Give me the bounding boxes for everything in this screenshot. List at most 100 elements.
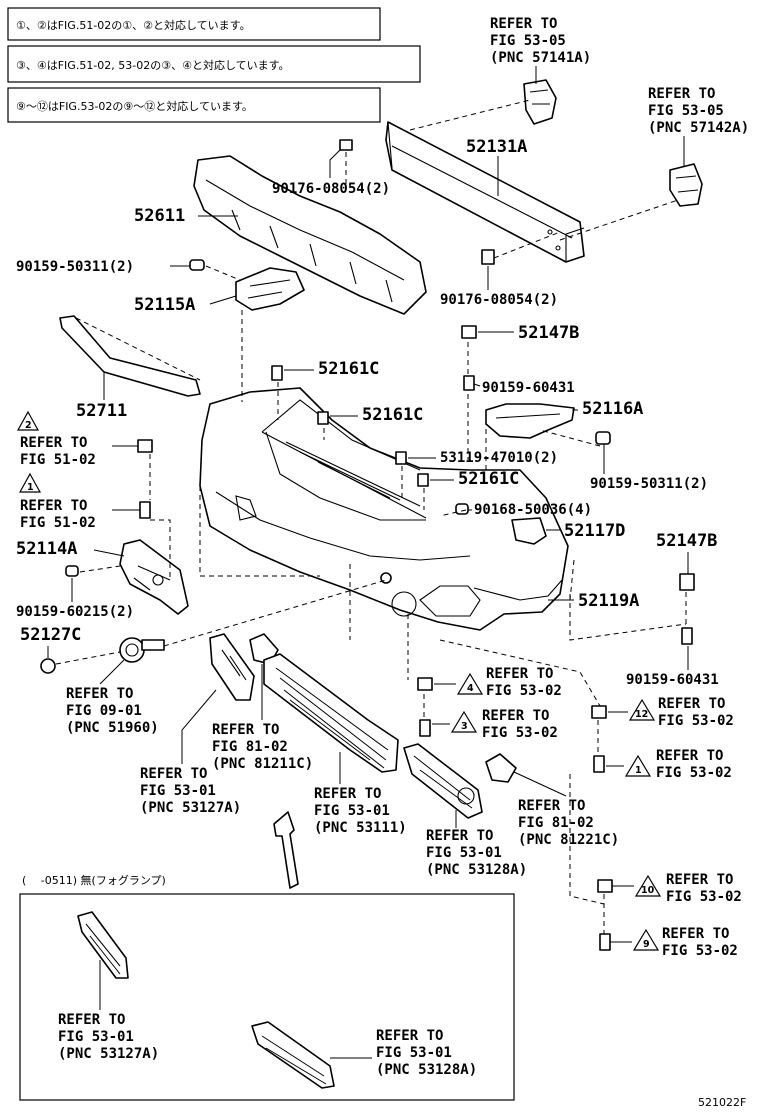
refer-labels: REFER TO FIG 53-05 (PNC 57141A) REFER TO… <box>16 16 749 959</box>
svg-text:FIG 51-02: FIG 51-02 <box>20 452 96 468</box>
svg-text:FIG 53-01: FIG 53-01 <box>426 845 502 861</box>
svg-text:REFER TO: REFER TO <box>20 435 87 451</box>
svg-text:FIG 53-01: FIG 53-01 <box>314 803 390 819</box>
refer-fig53-02-badge4: 4 REFER TO FIG 53-02 <box>434 666 562 699</box>
svg-text:(PNC 81211C): (PNC 81211C) <box>212 756 313 772</box>
label-52127c: 52127C <box>20 625 81 645</box>
svg-text:REFER TO: REFER TO <box>490 16 557 32</box>
inset-caption: ( -0511) 無(フォグランプ) <box>22 873 166 887</box>
refer-57141a: REFER TO FIG 53-05 (PNC 57141A) <box>490 16 591 84</box>
label-90159-60431-a: 90159-60431 <box>482 380 575 396</box>
part-labels: 52131A 90176-08054(2) 52611 90159-50311(… <box>16 137 719 688</box>
refer-fig53-02-badge9: 9 REFER TO FIG 53-02 <box>610 926 738 959</box>
label-90159-50311-b: 90159-50311(2) <box>590 476 708 492</box>
fasteners <box>40 139 695 951</box>
svg-text:4: 4 <box>467 683 474 694</box>
upper-bracket-right <box>669 163 703 207</box>
note-2-text: ③、④はFIG.51-02, 53-02の③、④と対応しています。 <box>16 58 290 72</box>
svg-text:(PNC 53127A): (PNC 53127A) <box>140 800 241 816</box>
svg-text:REFER TO: REFER TO <box>58 1012 125 1028</box>
svg-text:FIG 53-02: FIG 53-02 <box>486 683 562 699</box>
svg-text:1: 1 <box>635 765 642 776</box>
fog-lamp-right <box>485 753 517 783</box>
refer-81211c: REFER TO FIG 81-02 (PNC 81211C) <box>212 664 313 772</box>
svg-text:FIG 53-01: FIG 53-01 <box>58 1029 134 1045</box>
refer-57142a: REFER TO FIG 53-05 (PNC 57142A) <box>648 86 749 166</box>
svg-text:REFER TO: REFER TO <box>140 766 207 782</box>
svg-text:(PNC 53111): (PNC 53111) <box>314 820 407 836</box>
svg-text:(PNC 53128A): (PNC 53128A) <box>376 1062 477 1078</box>
svg-text:REFER TO: REFER TO <box>482 708 549 724</box>
svg-text:FIG 53-05: FIG 53-05 <box>648 103 724 119</box>
svg-text:1: 1 <box>27 482 34 493</box>
refer-53128a: REFER TO FIG 53-01 (PNC 53128A) <box>426 810 527 878</box>
refer-51960: REFER TO FIG 09-01 (PNC 51960) <box>66 659 159 736</box>
svg-text:2: 2 <box>25 420 32 431</box>
svg-text:REFER TO: REFER TO <box>666 872 733 888</box>
svg-text:REFER TO: REFER TO <box>20 498 87 514</box>
label-52117d: 52117D <box>564 521 625 541</box>
refer-fig53-02-badge1: 1 REFER TO FIG 53-02 <box>606 748 732 781</box>
svg-text:(PNC 53128A): (PNC 53128A) <box>426 862 527 878</box>
label-52131a: 52131A <box>466 137 527 157</box>
inset-cover-right <box>251 1021 372 1089</box>
svg-text:REFER TO: REFER TO <box>662 926 729 942</box>
energy-absorber <box>193 155 427 315</box>
refer-81221c: REFER TO FIG 81-02 (PNC 81221C) <box>513 771 619 848</box>
svg-text:9: 9 <box>643 939 650 950</box>
label-52119a: 52119A <box>578 591 639 611</box>
refer-53111: REFER TO FIG 53-01 (PNC 53111) <box>314 752 407 836</box>
svg-text:FIG 53-01: FIG 53-01 <box>376 1045 452 1061</box>
note-1-text: ①、②はFIG.51-02の①、②と対応しています。 <box>16 18 251 32</box>
svg-text:(PNC 53127A): (PNC 53127A) <box>58 1046 159 1062</box>
svg-text:REFER TO: REFER TO <box>518 798 585 814</box>
svg-text:FIG 53-02: FIG 53-02 <box>666 889 742 905</box>
svg-text:REFER TO: REFER TO <box>658 696 725 712</box>
label-52116a: 52116A <box>582 399 643 419</box>
svg-text:FIG 53-01: FIG 53-01 <box>140 783 216 799</box>
refer-fig51-02-badge2: 2 REFER TO FIG 51-02 <box>16 410 138 468</box>
svg-text:REFER TO: REFER TO <box>486 666 553 682</box>
label-52161c-b: 52161C <box>362 405 423 425</box>
label-90176-b: 90176-08054(2) <box>440 292 558 308</box>
svg-text:REFER TO: REFER TO <box>314 786 381 802</box>
svg-text:REFER TO: REFER TO <box>66 686 133 702</box>
refer-fig51-02-badge1: 1 REFER TO FIG 51-02 <box>18 472 140 531</box>
svg-text:(PNC 57142A): (PNC 57142A) <box>648 120 749 136</box>
label-52114a: 52114A <box>16 539 77 559</box>
svg-text:FIG 81-02: FIG 81-02 <box>212 739 288 755</box>
svg-text:(PNC 51960): (PNC 51960) <box>66 720 159 736</box>
label-90159-60431-b: 90159-60431 <box>626 672 719 688</box>
upper-bracket-left <box>523 79 557 125</box>
svg-text:FIG 53-05: FIG 53-05 <box>490 33 566 49</box>
part-52117d <box>511 517 547 545</box>
lower-grille <box>263 653 399 773</box>
note-box-2: ③、④はFIG.51-02, 53-02の③、④と対応しています。 <box>7 45 421 83</box>
label-90159-50311-a: 90159-50311(2) <box>16 259 134 275</box>
inset-cover-left <box>77 911 129 1010</box>
bumper-cover <box>199 387 569 631</box>
inset-arrow <box>273 811 299 889</box>
label-52611: 52611 <box>134 206 185 226</box>
label-52147b-a: 52147B <box>518 323 579 343</box>
refer-53127a: REFER TO FIG 53-01 (PNC 53127A) <box>140 689 241 816</box>
svg-text:(PNC 81221C): (PNC 81221C) <box>518 832 619 848</box>
label-52147b-b: 52147B <box>656 531 717 551</box>
svg-text:FIG 53-02: FIG 53-02 <box>662 943 738 959</box>
label-52115a: 52115A <box>134 295 195 315</box>
inset-no-fog-lamp: ( -0511) 無(フォグランプ) REFER TO FIG 53-01 (P… <box>19 873 515 1101</box>
svg-text:3: 3 <box>461 721 468 732</box>
figure-id: 521022F <box>698 1096 746 1109</box>
bumper-molding <box>59 315 201 397</box>
svg-text:REFER TO: REFER TO <box>376 1028 443 1044</box>
bracket-52116a <box>485 403 575 439</box>
note-3-text: ⑨〜⑫はFIG.53-02の⑨〜⑫と対応しています。 <box>16 99 253 113</box>
label-90176-a: 90176-08054(2) <box>272 181 390 197</box>
note-box-3: ⑨〜⑫はFIG.53-02の⑨〜⑫と対応しています。 <box>7 87 381 123</box>
bracket-52114a <box>119 539 189 615</box>
svg-text:FIG 81-02: FIG 81-02 <box>518 815 594 831</box>
label-90168: 90168-50036(4) <box>474 502 592 518</box>
svg-text:10: 10 <box>641 885 655 896</box>
refer-fig53-02-badge10: 10 REFER TO FIG 53-02 <box>612 872 742 905</box>
